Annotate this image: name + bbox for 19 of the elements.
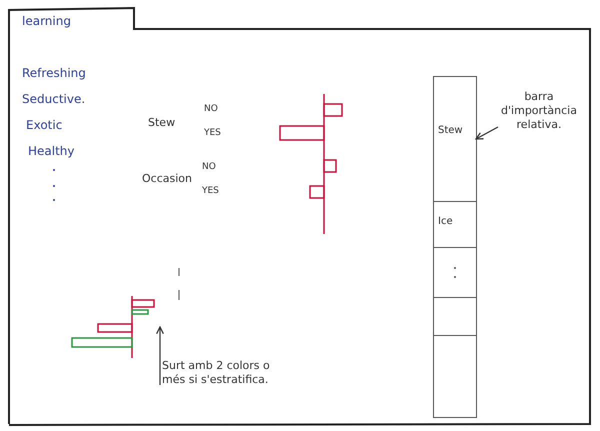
handwritten-note: barra d'importància relativa. bbox=[500, 90, 578, 132]
chart-row-label: Occasion bbox=[142, 172, 192, 185]
window-frame bbox=[8, 4, 592, 424]
category-label: Healthy bbox=[28, 144, 75, 158]
category-label: Exotic bbox=[26, 118, 62, 132]
importance-bar bbox=[433, 76, 477, 418]
chart-row-label: NO bbox=[202, 162, 216, 172]
category-label: Refreshing bbox=[22, 66, 86, 80]
handwritten-note: Surt amb 2 colors o més si s'estratifica. bbox=[162, 359, 271, 386]
chart-row-label: YES bbox=[202, 186, 219, 196]
chart-row-label: Stew bbox=[148, 116, 176, 129]
arrow bbox=[475, 126, 498, 140]
segment-label: Ice bbox=[438, 216, 453, 228]
chart-row-label: YES bbox=[204, 128, 221, 138]
tab-label: learning bbox=[22, 14, 71, 29]
chart-row-label: NO bbox=[204, 104, 218, 114]
category-label: Seductive. bbox=[22, 92, 86, 106]
segment-label: Stew bbox=[438, 125, 463, 138]
arrow bbox=[156, 326, 164, 385]
